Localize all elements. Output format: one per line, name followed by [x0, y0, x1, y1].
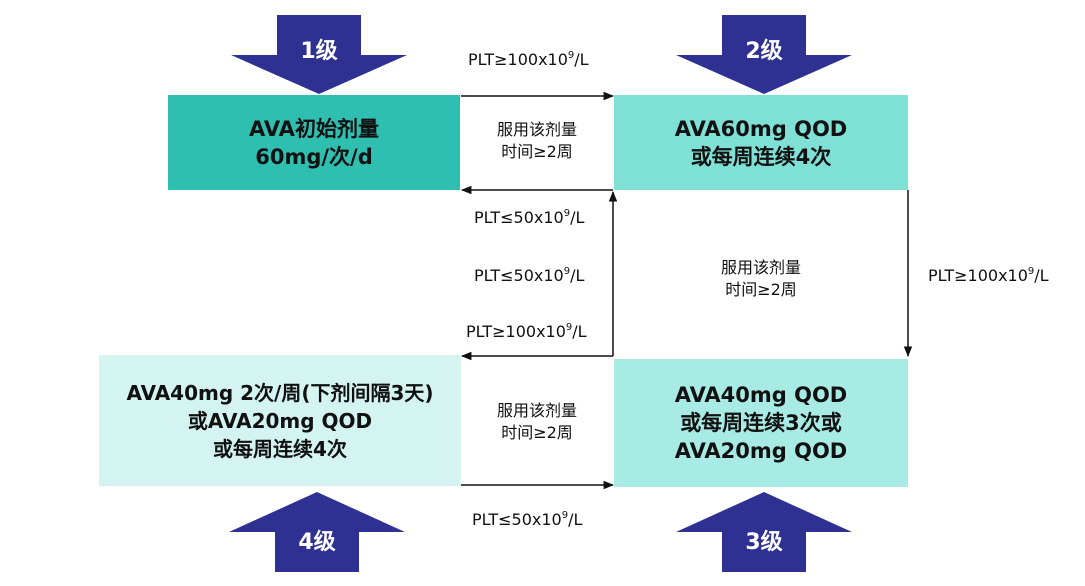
plt-label-box4-to-box3: PLT≤50x109/L — [472, 509, 583, 529]
level-3-line-1: AVA40mg QOD — [674, 383, 848, 407]
level-1-line-2: 60mg/次/d — [255, 144, 373, 169]
duration-note-middle: 服用该剂量 时间≥2周 — [720, 258, 801, 299]
level-2-line-1: AVA60mg QOD — [674, 116, 848, 141]
level-4-label: 4级 — [298, 530, 336, 555]
level-4-box: AVA40mg 2次/周(下剂间隔3天) 或AVA20mg QOD 或每周连续4… — [99, 355, 461, 486]
level-3-arrow: 3级 — [676, 492, 852, 572]
level-4-line-3: 或每周连续4次 — [213, 436, 347, 461]
level-2-line-2: 或每周连续4次 — [690, 144, 832, 169]
plt-label-box1-to-box2: PLT≥100x109/L — [468, 49, 589, 69]
level-1-box: AVA初始剂量 60mg/次/d — [168, 95, 460, 190]
level-3-line-2: 或每周连续3次或 — [680, 411, 842, 435]
level-3-label: 3级 — [745, 530, 783, 555]
level-1-line-1: AVA初始剂量 — [249, 116, 379, 141]
duration-note-top: 服用该剂量 时间≥2周 — [496, 120, 577, 161]
level-1-arrow: 1级 — [231, 15, 407, 94]
duration-note-bottom: 服用该剂量 时间≥2周 — [496, 401, 577, 442]
level-4-line-1: AVA40mg 2次/周(下剂间隔3天) — [126, 380, 434, 405]
level-4-arrow: 4级 — [229, 492, 405, 572]
level-3-box: AVA40mg QOD 或每周连续3次或 AVA20mg QOD — [614, 359, 908, 487]
level-4-line-2: 或AVA20mg QOD — [187, 408, 373, 433]
level-3-line-3: AVA20mg QOD — [674, 439, 848, 463]
plt-label-box2-to-box1: PLT≤50x109/L — [474, 207, 585, 227]
level-2-arrow: 2级 — [676, 15, 852, 94]
plt-label-to-box4: PLT≥100x109/L — [466, 321, 587, 341]
level-2-label: 2级 — [745, 39, 783, 64]
level-2-box: AVA60mg QOD 或每周连续4次 — [614, 95, 908, 190]
plt-label-up-to-box2: PLT≤50x109/L — [474, 265, 585, 285]
plt-label-box2-to-box3: PLT≥100x109/L — [928, 265, 1049, 285]
level-1-label: 1级 — [300, 39, 338, 64]
